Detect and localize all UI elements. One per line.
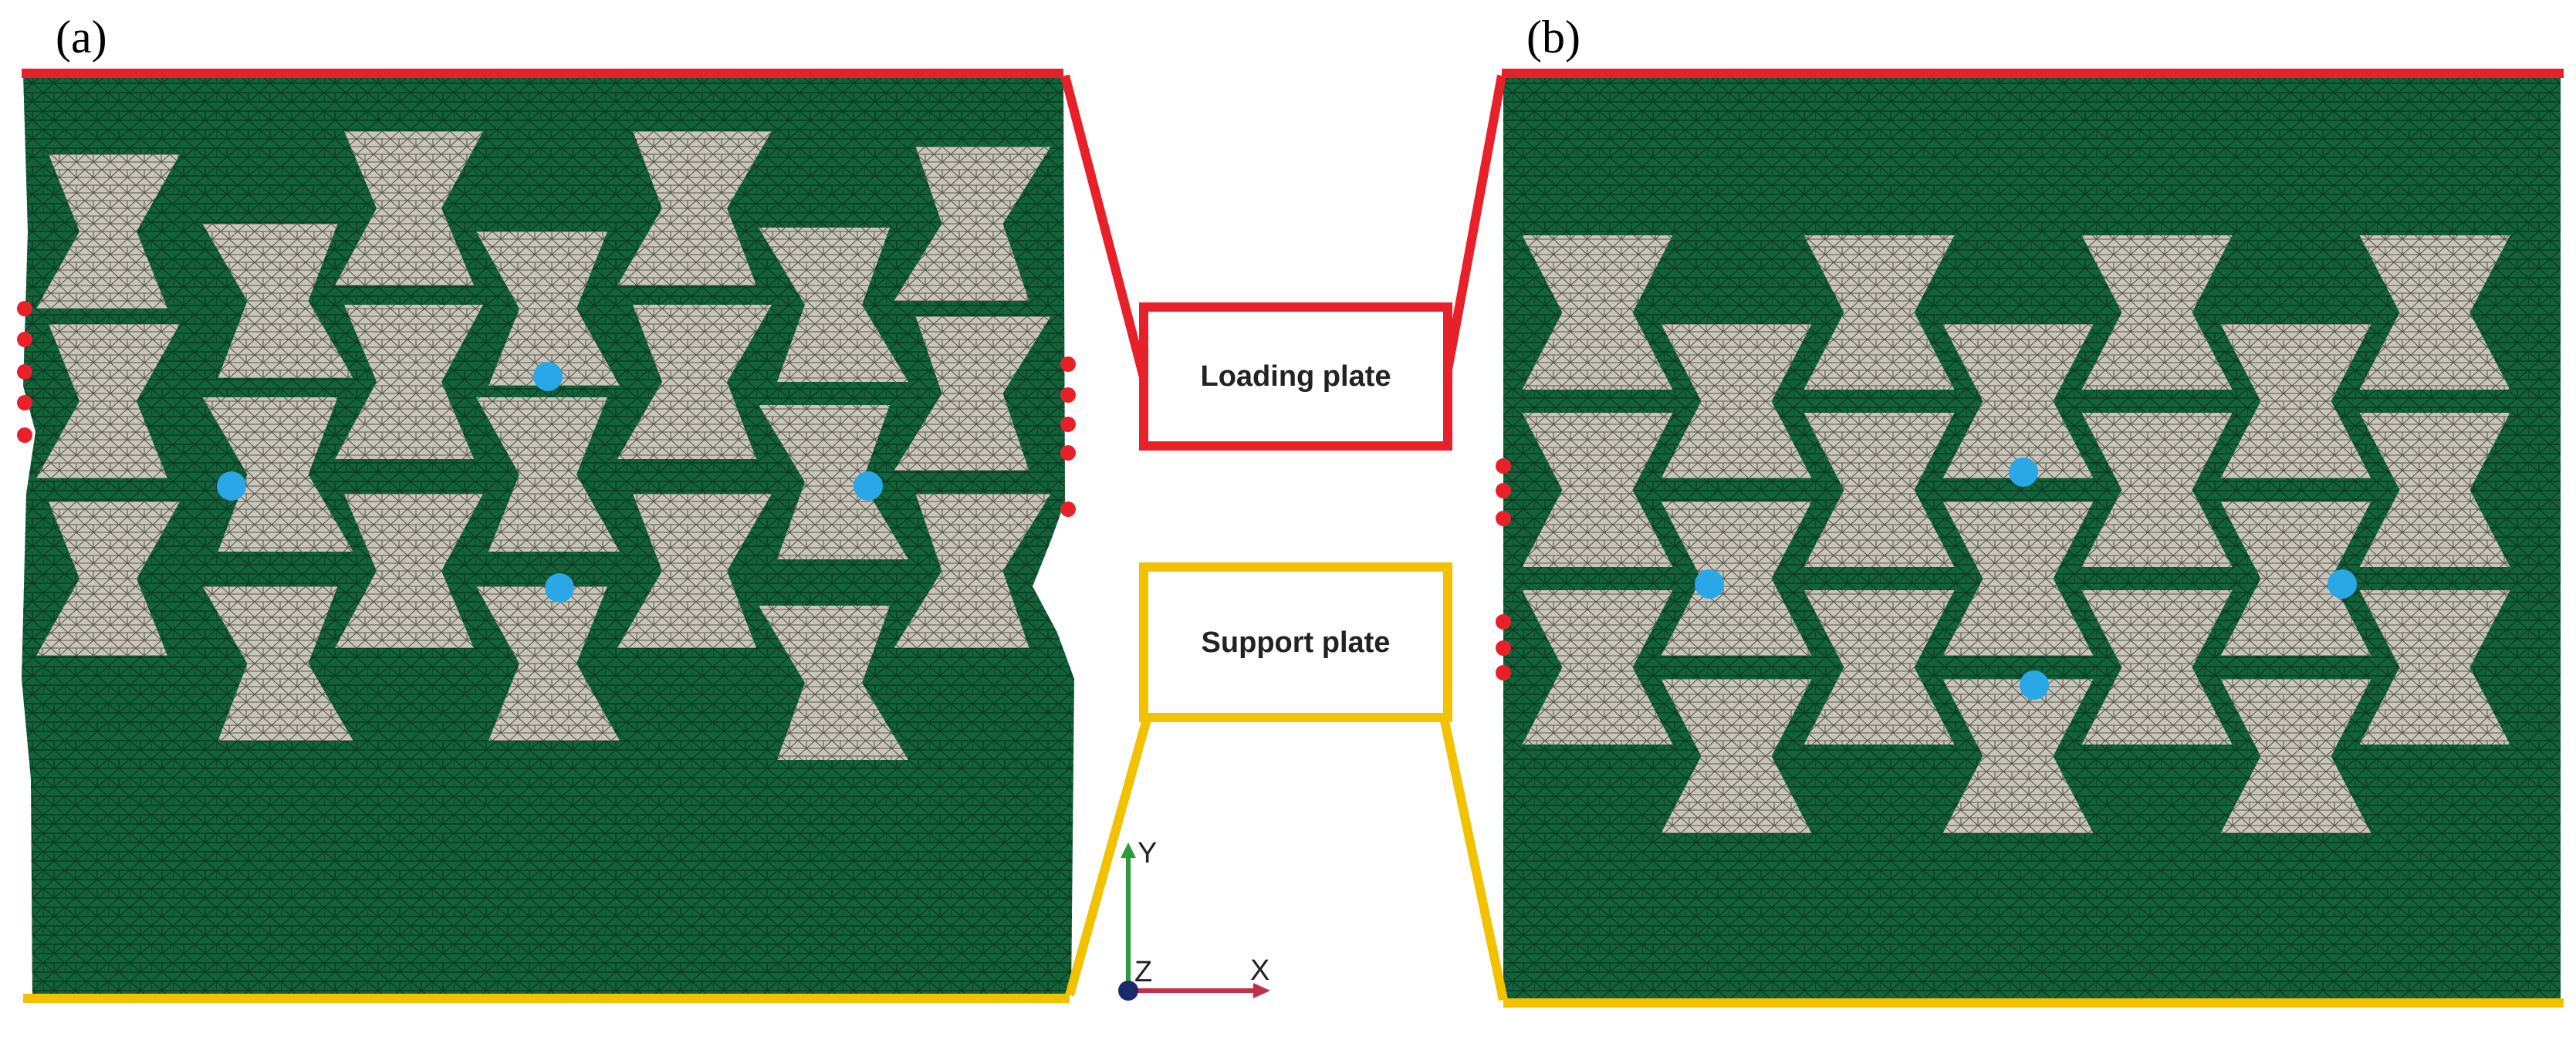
panel-b-inclusion-mesh xyxy=(1661,679,1812,833)
boundary-point xyxy=(1496,614,1511,630)
boundary-point xyxy=(17,364,32,380)
boundary-point xyxy=(1496,640,1511,656)
panel-b-inclusion-mesh xyxy=(2220,679,2371,833)
axis-x-arrowhead xyxy=(1253,983,1270,998)
panel-b-inclusion-mesh xyxy=(2359,235,2510,390)
probe-point xyxy=(1695,569,1724,599)
probe-point xyxy=(2020,670,2049,700)
probe-point xyxy=(533,362,563,391)
panel-a-inclusion-mesh xyxy=(894,147,1051,301)
panel-b-inclusion-mesh xyxy=(2220,501,2371,656)
panel-b-mesh xyxy=(1496,69,2564,1008)
boundary-point xyxy=(1496,458,1511,474)
panel-a-inclusion-mesh xyxy=(476,586,620,741)
panel-b-inclusion-mesh xyxy=(2359,590,2510,745)
panel-b-inclusion-mesh xyxy=(1942,501,2094,656)
panel-a-inclusions xyxy=(36,131,1051,760)
panel-a-inclusion-mesh xyxy=(617,305,772,459)
panel-b-inclusions xyxy=(1522,235,2510,833)
panel-a-label: (a) xyxy=(56,12,107,62)
panel-a-inclusion-mesh xyxy=(759,606,908,760)
boundary-point xyxy=(17,427,32,443)
probe-point xyxy=(2009,458,2038,487)
panel-b-inclusion-mesh xyxy=(2081,590,2233,745)
panel-a-inclusion-mesh xyxy=(759,405,908,559)
panel-b-inclusion-mesh xyxy=(1804,235,1955,390)
panel-a-inclusion-mesh xyxy=(894,316,1051,471)
boundary-point xyxy=(1496,665,1511,680)
axis-z-icon xyxy=(1118,981,1138,1001)
panel-b-label: (b) xyxy=(1526,12,1580,62)
loading-plate-box xyxy=(1139,302,1452,451)
panel-b-inclusion-mesh xyxy=(1942,324,2094,478)
panel-a-mesh xyxy=(17,69,1076,1003)
panel-a-inclusion-mesh xyxy=(617,494,772,648)
panel-a-inclusion-mesh xyxy=(335,494,483,648)
panel-a-inclusion-mesh xyxy=(759,228,908,382)
boundary-point xyxy=(17,395,32,410)
loading-plate-callout: Loading plate xyxy=(1060,74,1506,451)
boundary-point xyxy=(1496,511,1511,526)
panel-b-inclusion-mesh xyxy=(2359,413,2510,567)
support-plate-callout: Support plate xyxy=(1065,562,1508,1001)
support-plate-box xyxy=(1139,562,1452,722)
support-leader-left xyxy=(1065,712,1153,997)
panel-b-inclusion-mesh xyxy=(1804,413,1955,567)
panel-a-inclusion-mesh xyxy=(36,501,180,656)
axis-y-arrowhead xyxy=(1121,842,1136,858)
support-leader-right xyxy=(1438,712,1508,1001)
probe-point xyxy=(2328,569,2357,599)
panel-b-inclusion-mesh xyxy=(1522,235,1673,390)
boundary-point xyxy=(1060,356,1076,372)
panel-a-inclusion-mesh xyxy=(335,131,483,285)
loading-plate-label: Loading plate xyxy=(1201,360,1391,393)
boundary-point xyxy=(1496,483,1511,498)
boundary-point xyxy=(17,301,32,316)
panel-b-inclusion-mesh xyxy=(1522,413,1673,567)
axis-z-label: Z xyxy=(1134,956,1152,988)
axis-triad: Y X Z xyxy=(1118,837,1270,1001)
axis-x-label: X xyxy=(1250,954,1269,987)
panel-a-inclusion-mesh xyxy=(617,131,772,285)
panel-b-probe-points xyxy=(1695,458,2357,700)
panel-a-inclusion-mesh xyxy=(202,224,353,378)
probe-point xyxy=(545,573,574,603)
panel-a-inclusion-mesh xyxy=(335,305,483,459)
boundary-point xyxy=(1060,387,1076,403)
probe-point xyxy=(854,471,883,501)
support-plate-label: Support plate xyxy=(1202,626,1391,659)
axis-y-label: Y xyxy=(1138,837,1157,869)
loading-leader-right xyxy=(1438,74,1506,397)
panel-b-inclusion-mesh xyxy=(1804,590,1955,745)
panel-a-inclusion-mesh xyxy=(894,494,1051,648)
loading-leader-left xyxy=(1060,74,1153,397)
panel-a-inclusion-mesh xyxy=(476,397,620,552)
panel-b-inclusion-mesh xyxy=(2220,324,2371,478)
panel-b-inclusion-mesh xyxy=(2081,413,2233,567)
panel-b-inclusion-mesh xyxy=(1522,590,1673,745)
boundary-point xyxy=(1060,417,1076,432)
panel-a-probe-points xyxy=(217,362,883,603)
panel-b-boundary-points xyxy=(1496,458,1511,680)
panel-a-inclusion-mesh xyxy=(36,324,180,478)
panel-a-boundary-points xyxy=(17,301,1076,517)
panel-a-inclusion-mesh xyxy=(36,154,180,309)
panel-a-inclusion-mesh xyxy=(202,397,353,552)
panel-b-inclusion-mesh xyxy=(2081,235,2233,390)
boundary-point xyxy=(17,332,32,347)
panel-b-inclusion-mesh xyxy=(1661,324,1812,478)
panel-a-inclusion-mesh xyxy=(202,586,353,741)
boundary-point xyxy=(1060,445,1076,461)
boundary-point xyxy=(1060,501,1076,517)
panel-b-inclusion-mesh xyxy=(1942,679,2094,833)
panel-b-inclusion-mesh xyxy=(1661,501,1812,656)
probe-point xyxy=(217,471,246,501)
panel-a-inclusion-mesh xyxy=(476,231,620,386)
